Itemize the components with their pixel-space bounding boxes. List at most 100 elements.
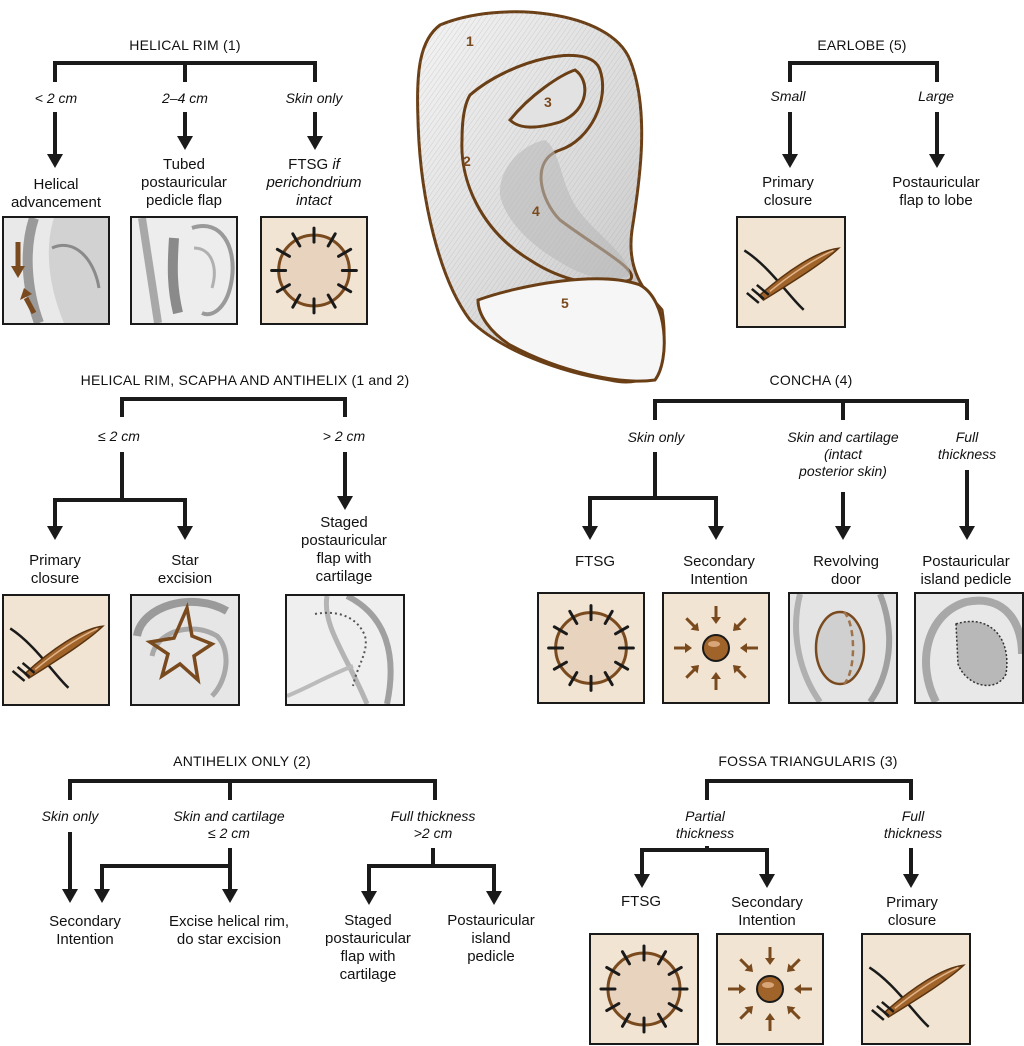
suture-mark (603, 609, 614, 625)
antihelix-arrow-skin-head (62, 889, 78, 903)
concha-ftsg-label: FTSG (575, 553, 615, 570)
revolving-door-illustration (788, 592, 898, 704)
scapha-bracket (120, 397, 347, 417)
fossa-outline (507, 68, 587, 129)
suture-mark (568, 671, 579, 687)
contraction-arrow-head (739, 984, 746, 994)
contraction-arrow-head (794, 984, 801, 994)
revolving-door-label: Revolving door (813, 553, 879, 588)
fossa-arrow-primary-head (903, 874, 919, 888)
concha-island-pedicle-illustration (914, 592, 1024, 704)
earlobe-condition-large: Large (918, 88, 954, 104)
suture-mark (326, 232, 337, 248)
contraction-arrow-head (786, 963, 796, 973)
graft-circle (606, 951, 682, 1027)
fossa-condition-full: Full thickness (883, 808, 943, 841)
tubed-flap-label: Tubed postauricular pedicle flap (141, 156, 227, 209)
concha-bracket (653, 399, 969, 420)
contraction-arrow-head (765, 1013, 775, 1020)
excision-highlight (34, 627, 98, 671)
suture-mark (871, 1008, 885, 1021)
star-excision-illustration (130, 594, 240, 706)
contraction-arrow (790, 1009, 801, 1020)
contraction-arrow-head (685, 643, 692, 653)
suture-mark (614, 660, 630, 671)
ftsg-label-main: FTSG (288, 156, 329, 173)
suture-mark (667, 965, 683, 976)
earlobe-arrow-small-head (782, 154, 798, 168)
earlobe-title: EARLOBE (5) (817, 37, 907, 53)
antihelix-arrow-excise-head (222, 889, 238, 903)
ftsg-label-condition: if perichondrium intact (266, 156, 362, 209)
suture-mark (605, 1002, 621, 1013)
suture-mark (11, 669, 26, 682)
scapha-staged-flap-illustration (285, 594, 405, 706)
ftsg-icon (260, 216, 368, 325)
scapha-primary-closure-icon (2, 594, 110, 706)
ear-number-3: 3 (544, 94, 552, 110)
helical-arrow-1-head (47, 154, 63, 168)
suture-mark (614, 625, 630, 636)
suture-mark (275, 247, 291, 258)
antihelix-arrow-island-head (486, 891, 502, 905)
wound-center (756, 975, 784, 1003)
suture-mark (337, 283, 353, 294)
tubed-flap-illustration (130, 216, 238, 325)
scapha-staged-flap-label: Staged postauricular flap with cartilage (301, 514, 387, 585)
suture-mark (756, 283, 770, 296)
scapha-arrow-primary-head (47, 526, 63, 540)
contraction-arrow-head (786, 1005, 796, 1015)
suture-mark (291, 232, 302, 248)
wound-highlight (708, 641, 720, 647)
concha-condition-cartilage: Skin and cartilage (intact posterior ski… (787, 429, 899, 479)
graft-circle (277, 233, 351, 308)
fossa-secondary-intention-label: Secondary Intention (731, 894, 803, 929)
concha-postauricular-label: Postauricular island pedicle (920, 553, 1012, 588)
suture-mark (21, 661, 36, 674)
wound-highlight (762, 982, 774, 988)
fossa-ftsg-label: FTSG (621, 893, 661, 910)
suture-mark (552, 625, 568, 636)
postauricular-flap-lobe-label: Postauricular flap to lobe (892, 174, 980, 209)
suture-mark (326, 293, 337, 309)
concha-split (588, 452, 657, 508)
ear-number-2: 2 (463, 153, 471, 169)
excision-highlight (894, 966, 959, 1010)
ear-number-4: 4 (532, 203, 540, 219)
contraction-arrow-head (711, 672, 721, 679)
helical-rim-title: HELICAL RIM (1) (129, 37, 241, 53)
concha-title: CONCHA (4) (769, 372, 853, 388)
antihelix-condition-full: Full thickness >2 cm (390, 808, 476, 841)
contraction-arrow-head (711, 617, 721, 624)
fossa-bracket (705, 779, 913, 800)
contraction-arrow-head (690, 622, 700, 632)
lobe-outline (476, 277, 666, 383)
suture-mark (603, 671, 614, 687)
suture-mark (751, 287, 765, 300)
contraction-arrow-head (744, 1005, 754, 1015)
concha-secondary-intention-label: Secondary Intention (683, 553, 755, 588)
fossa-ftsg-icon (589, 933, 699, 1045)
suture-mark (275, 283, 291, 294)
contraction-arrow-head (732, 622, 742, 632)
antihelix-condition-skin: Skin only (41, 808, 99, 824)
helical-rim-condition-3: Skin only (285, 90, 343, 106)
contraction-arrow (739, 958, 750, 969)
earlobe-primary-closure-icon (736, 216, 846, 328)
fossa-title: FOSSA TRIANGULARIS (3) (718, 753, 898, 769)
excise-helical-rim-label: Excise helical rim, do star excision (168, 913, 290, 948)
scapha-arrow-star-head (177, 526, 193, 540)
concha-secondary-intention-icon (662, 592, 770, 704)
concha-arrow-revolving-head (835, 526, 851, 540)
fossa-primary-closure-icon (861, 933, 971, 1045)
concha-arrow-secondary-head (708, 526, 724, 540)
concha-arrow-ftsg-head (582, 526, 598, 540)
star-excision-label: Star excision (157, 552, 213, 587)
fossa-arrow-secondary-head (759, 874, 775, 888)
contraction-arrow-head (732, 664, 742, 674)
suture-mark (620, 950, 631, 966)
contraction-arrow-head (690, 664, 700, 674)
suture-mark (337, 247, 353, 258)
